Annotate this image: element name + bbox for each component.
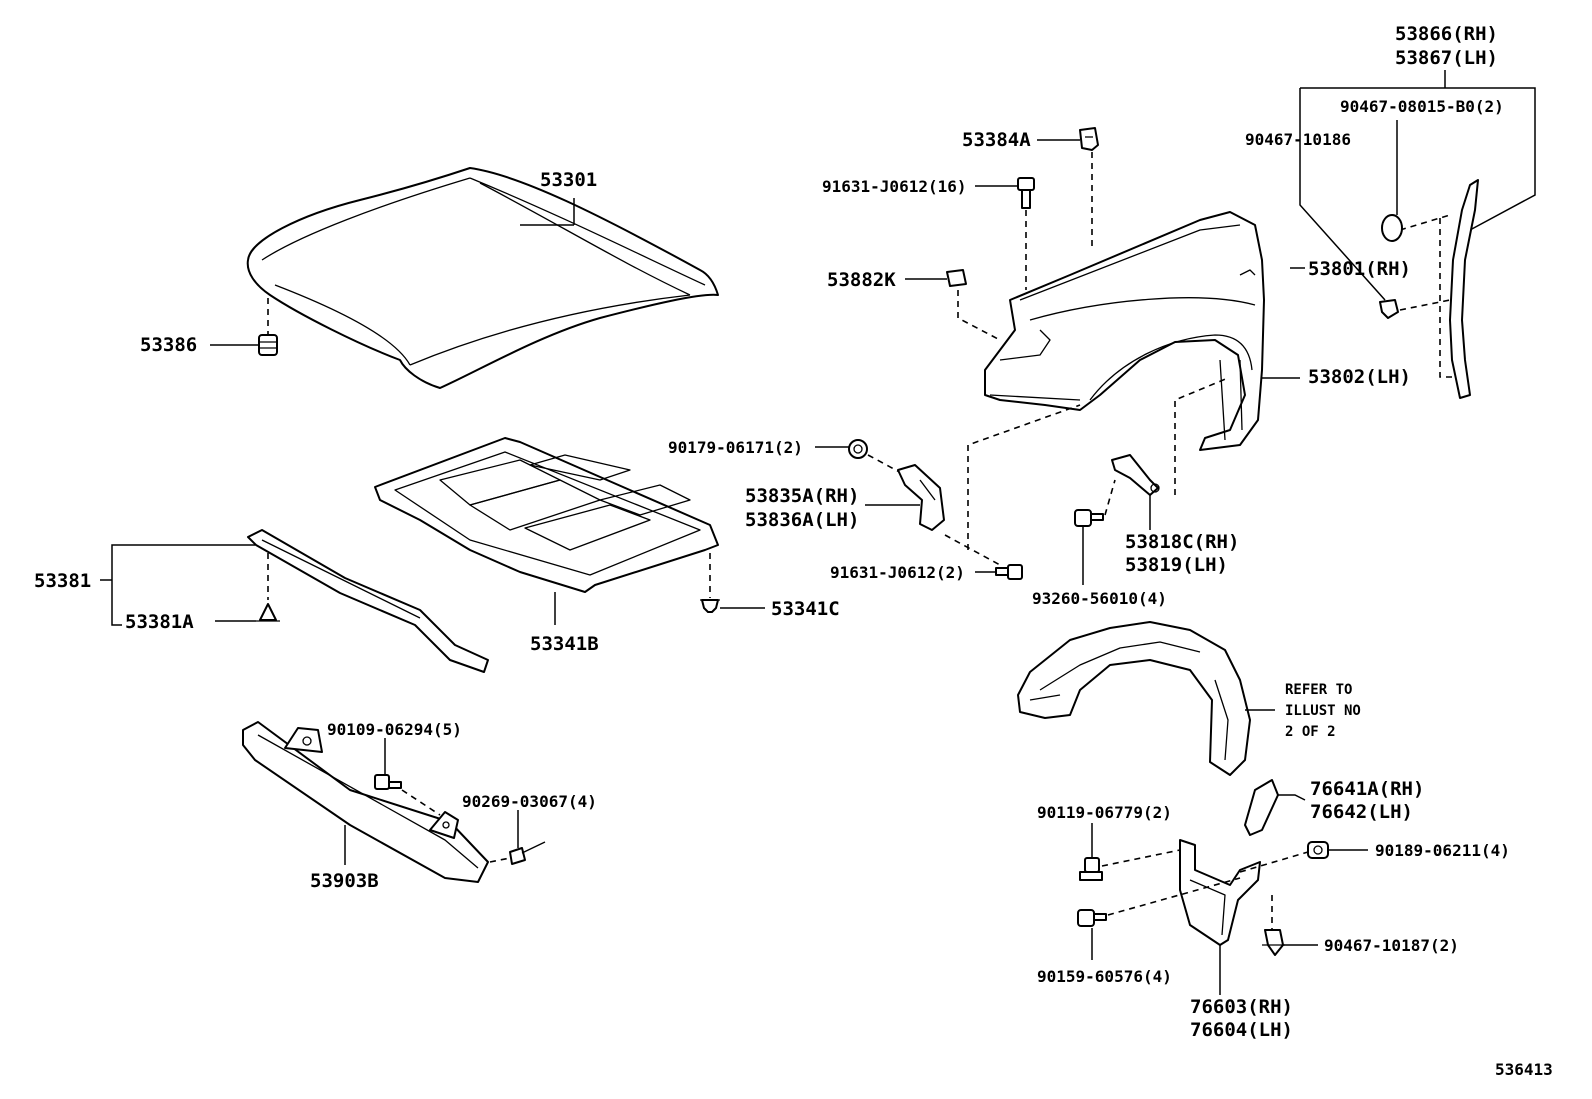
hood-insulator xyxy=(374,437,719,593)
fender-bracket-rh-label: 53835A(RH) xyxy=(745,485,859,507)
mudguard-lh-label: 76604(LH) xyxy=(1190,1019,1293,1041)
fender-bolt-top xyxy=(1017,177,1035,209)
mudguard-bolt-label: 90119-06779(2) xyxy=(1037,803,1172,822)
support-beam xyxy=(242,721,489,883)
seal-lh-label: 53867(LH) xyxy=(1395,47,1498,69)
mudguard-screw-label: 90159-60576(4) xyxy=(1037,967,1172,986)
fender-lh-label: 53802(LH) xyxy=(1308,366,1411,388)
mudguard-bracket-rh-label: 76641A(RH) xyxy=(1310,778,1424,800)
mudguard-nut xyxy=(1307,841,1329,859)
fender-bracket xyxy=(897,464,945,531)
front-fender xyxy=(984,211,1265,451)
fender-rh-label: 53801(RH) xyxy=(1308,258,1411,280)
fender-bracket-lh-label: 53836A(LH) xyxy=(745,509,859,531)
hood-cushion xyxy=(258,334,278,356)
beam-bolt-label: 90109-06294(5) xyxy=(327,720,462,739)
splash-screw-label: 93260-56010(4) xyxy=(1032,589,1167,608)
fender-bracket-k xyxy=(946,269,967,287)
fender-stopper xyxy=(1079,127,1099,151)
illustration-number: 536413 xyxy=(1495,1060,1553,1079)
mudguard-nut-label: 90189-06211(4) xyxy=(1375,841,1510,860)
splash-rh-label: 53818C(RH) xyxy=(1125,531,1239,553)
mudguard-clip-label: 90467-10187(2) xyxy=(1324,936,1459,955)
seal-rh-label: 53866(RH) xyxy=(1395,23,1498,45)
mudguard-screw xyxy=(1077,909,1107,927)
refer-note-line3: 2 OF 2 xyxy=(1285,724,1336,740)
mudguard-bracket xyxy=(1244,779,1279,836)
seal-clip-b-label: 90467-10186 xyxy=(1245,130,1351,149)
fender-nut xyxy=(848,439,868,459)
hood-seal-clip-label: 53381A xyxy=(125,611,194,633)
hood-seal xyxy=(247,529,489,673)
hood-cushion-label: 53386 xyxy=(140,334,197,356)
mudguard-clip xyxy=(1262,929,1285,956)
beam-clip-label: 90269-03067(4) xyxy=(462,792,597,811)
mudguard-bolt xyxy=(1079,857,1103,881)
splash-lh-label: 53819(LH) xyxy=(1125,554,1228,576)
fender-seal xyxy=(1449,179,1479,399)
mudguard xyxy=(1179,839,1261,946)
splash-screw xyxy=(1074,509,1104,527)
fender-liner xyxy=(1017,621,1251,776)
refer-note-line1: REFER TO xyxy=(1285,682,1352,698)
fender-bolt-side-label: 91631-J0612(2) xyxy=(830,563,965,582)
fender-bracket-k-label: 53882K xyxy=(827,269,896,291)
hood-seal-label: 53381 xyxy=(34,570,91,592)
hood-panel xyxy=(246,167,719,389)
beam-clip xyxy=(509,841,546,865)
splash-shield xyxy=(1111,454,1160,496)
insulator-clip-label: 53341C xyxy=(771,598,840,620)
seal-clip-a-label: 90467-08015-B0(2) xyxy=(1340,97,1504,116)
fender-bolt-side xyxy=(995,564,1023,580)
hood-seal-clip xyxy=(256,603,280,622)
fender-nut-label: 90179-06171(2) xyxy=(668,438,803,457)
fender-stopper-label: 53384A xyxy=(962,129,1031,151)
seal-clip-b xyxy=(1379,299,1399,319)
beam-bolt xyxy=(374,774,402,790)
insulator-clip xyxy=(700,599,720,613)
seal-clip-a xyxy=(1381,214,1403,242)
mudguard-bracket-lh-label: 76642(LH) xyxy=(1310,801,1413,823)
fender-bolt-top-label: 91631-J0612(16) xyxy=(822,177,967,196)
support-beam-label: 53903B xyxy=(310,870,379,892)
hood-label: 53301 xyxy=(540,169,597,191)
hood-insulator-label: 53341B xyxy=(530,633,599,655)
refer-note-line2: ILLUST NO xyxy=(1285,703,1361,719)
mudguard-rh-label: 76603(RH) xyxy=(1190,996,1293,1018)
